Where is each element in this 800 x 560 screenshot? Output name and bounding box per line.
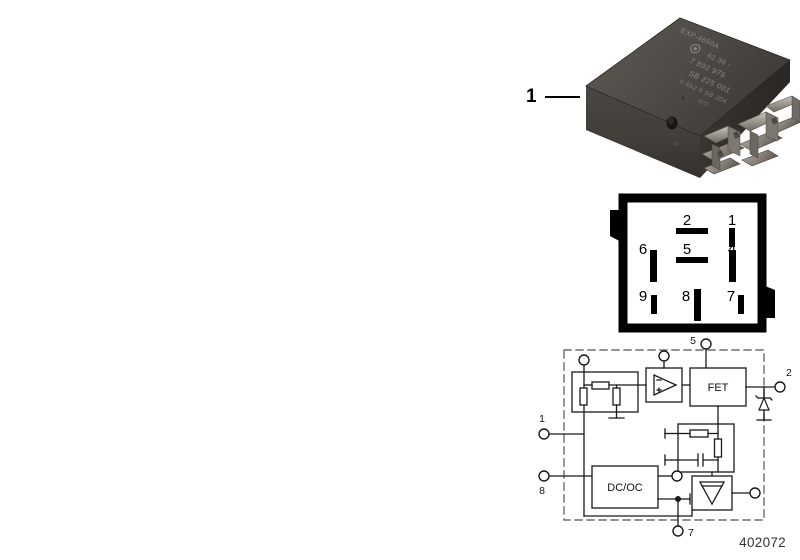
- resistor-divider-block: [571, 371, 639, 413]
- pin-label-5: 5: [683, 241, 691, 258]
- terminal-5: [700, 338, 712, 350]
- terminal-label-8: 8: [539, 485, 545, 497]
- pin-blade-2: [676, 228, 708, 234]
- terminal-label-5: 5: [690, 336, 696, 347]
- rc-resistor-vertical: [713, 438, 723, 458]
- module-boundary: [563, 349, 765, 521]
- internal-circuit-schematic: FET: [528, 336, 800, 541]
- terminal-8: [538, 470, 550, 482]
- callout-number-1: 1: [526, 86, 537, 107]
- unlabeled-terminal-d: [671, 470, 683, 482]
- callout-leader-line: [545, 96, 580, 98]
- pin-label-1: 1: [728, 212, 736, 229]
- pin-layout-diagram: 2 1 6 5 4 9 8 7: [598, 188, 800, 340]
- svg-text:026: 026: [696, 99, 710, 109]
- part-number: 402072: [739, 535, 786, 550]
- pin-blade-9: [651, 295, 657, 314]
- terminal-1: [538, 428, 550, 440]
- pin-label-4: 4: [728, 241, 736, 258]
- pin-blade-6: [650, 250, 657, 282]
- terminal-label-1: 1: [539, 413, 545, 425]
- driver-triangle: [698, 481, 726, 506]
- pin-label-2: 2: [683, 212, 691, 229]
- terminal-label-2: 2: [786, 367, 792, 379]
- dcoc-block: [591, 465, 659, 509]
- pin-label-7: 7: [727, 288, 735, 305]
- terminal-7: [672, 525, 684, 537]
- pin-label-9: 9: [639, 288, 647, 305]
- pin-blade-4: [729, 250, 736, 282]
- relay-terminals: [701, 95, 800, 175]
- pin-blade-5: [676, 257, 708, 263]
- relay-photograph: EXP-4650A 61 36 - 7 892 976 SB 225 001 9…: [552, 8, 800, 200]
- terminal-label-7: 7: [688, 527, 694, 539]
- terminal-2: [774, 381, 786, 393]
- dcoc-label: DC/OC: [607, 482, 643, 494]
- unlabeled-terminal-a: [578, 354, 590, 366]
- fet-label: FET: [708, 382, 729, 394]
- rc-resistor: [689, 429, 709, 438]
- rc-capacitor: [664, 453, 719, 467]
- pin-label-6: 6: [639, 241, 647, 258]
- zener-diode: [755, 386, 773, 421]
- unlabeled-terminal-b: [658, 350, 670, 362]
- relay-side-knob: [666, 116, 678, 130]
- pin-blade-7: [738, 295, 744, 314]
- pin-label-8: 8: [682, 288, 690, 305]
- resistor-series: [591, 381, 610, 390]
- amplifier-triangle: [653, 373, 678, 397]
- unlabeled-terminal-c: [749, 487, 761, 499]
- resistor-shunt-1: [579, 387, 588, 406]
- resistor-shunt-2: [612, 387, 621, 406]
- pin-blade-1: [729, 228, 735, 247]
- pin-blade-8: [694, 289, 701, 321]
